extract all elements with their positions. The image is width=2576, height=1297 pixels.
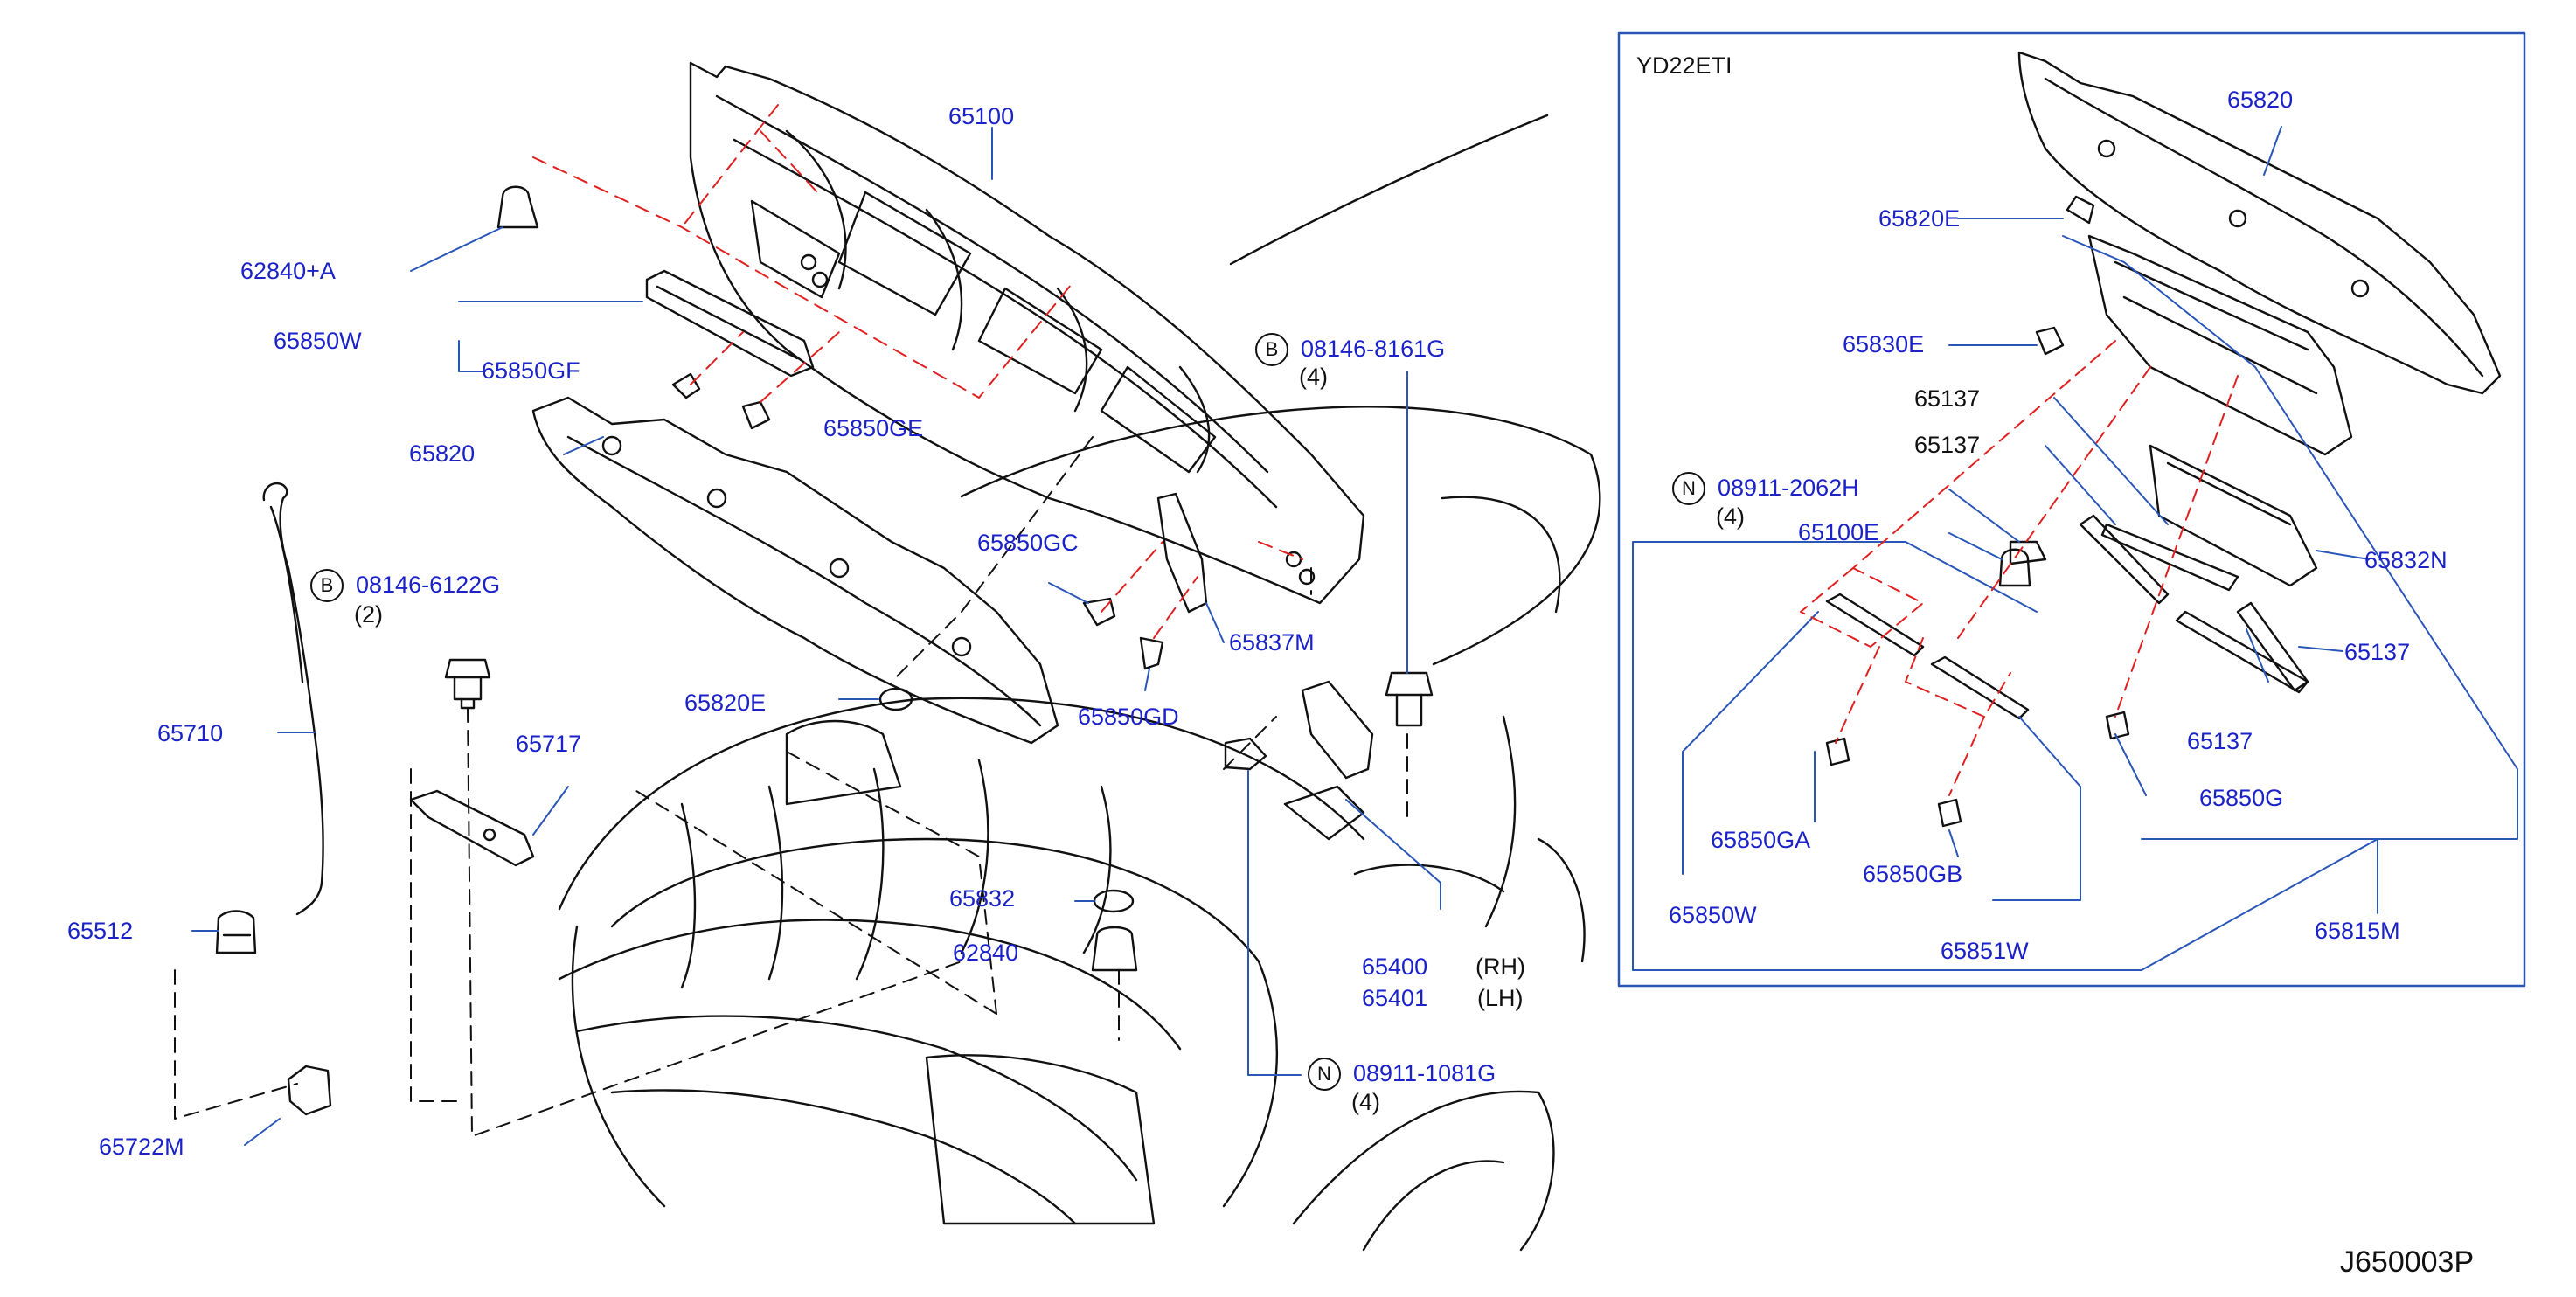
inset-seal-strips [2079, 514, 2309, 694]
callout-65820e: 65820E [684, 690, 767, 716]
callout-65850gc: 65850GC [977, 530, 1079, 556]
nut-symbol-1081g: N [1308, 1058, 1341, 1091]
callout-65850w: 65850W [274, 328, 362, 354]
inset-callout-65820e: 65820E [1878, 205, 1961, 232]
hood-stay-holder [409, 789, 535, 867]
clip-65850gf [671, 372, 701, 399]
inset-callout-65850ga: 65850GA [1711, 827, 1811, 853]
vehicle-body-outline [558, 114, 1601, 1252]
bolt-08146-8161g [1385, 671, 1434, 727]
callout-62840: 62840 [953, 940, 1019, 966]
hood-rod-clip [287, 1065, 332, 1116]
inset-qty-2062h: (4) [1716, 503, 1745, 530]
callout-65820: 65820 [409, 440, 476, 467]
inset-callout-65137-a: 65137 [1914, 385, 1981, 412]
callout-65850ge: 65850GE [823, 415, 924, 441]
callout-65512: 65512 [67, 918, 134, 944]
inset-front-seals [1825, 593, 2030, 720]
hood-seal-front [645, 269, 815, 378]
inset-leader-lines [1632, 126, 2518, 971]
hood-bumper-62840 [1091, 926, 1138, 972]
inset-callout-65137-c: 65137 [2344, 639, 2411, 665]
hood-panel [689, 61, 1365, 605]
inset-callout-65832n: 65832N [2364, 547, 2448, 573]
inset-clips [1825, 195, 2130, 828]
inset-lower-insulator [2149, 444, 2318, 587]
bolt-symbol-8161g: B [1255, 333, 1288, 366]
assembly-lines [174, 436, 1408, 1137]
callout-65400: 65400 [1362, 954, 1428, 980]
inset-callout-65850w: 65850W [1669, 902, 1757, 928]
diagram-code: J650003P [2340, 1245, 2475, 1279]
callout-65717: 65717 [516, 731, 582, 757]
side-lh: (LH) [1477, 985, 1524, 1011]
inset-hood-insulator [2017, 51, 2502, 395]
callout-65401: 65401 [1362, 985, 1428, 1011]
hood-bumper-62840a [496, 185, 539, 229]
callout-62840a: 62840+A [240, 258, 336, 284]
inset-frame [1617, 31, 2526, 988]
hood-insulator-left [531, 396, 1059, 745]
phantom-lines [532, 104, 1303, 639]
callout-65832: 65832 [949, 885, 1016, 912]
inset-callout-65851w: 65851W [1941, 938, 2029, 964]
inset-callout-65100e: 65100E [1798, 519, 1880, 545]
bolt-symbol-6122g: B [310, 569, 344, 602]
inset-callout-65820: 65820 [2227, 87, 2294, 113]
qty-08911-1081g: (4) [1351, 1089, 1380, 1115]
callout-65100: 65100 [948, 103, 1015, 129]
inset-callout-08911-2062h: 08911-2062H [1718, 475, 1859, 501]
inset-phantom-lines [1800, 340, 2239, 796]
nut-symbol-2062h: N [1672, 472, 1705, 505]
inset-callout-65830e: 65830E [1843, 331, 1925, 357]
side-rh: (RH) [1475, 954, 1525, 980]
plug-65832 [1093, 889, 1135, 913]
inset-callout-65850gb: 65850GB [1863, 861, 1963, 887]
qty-08146-6122g: (2) [354, 601, 383, 628]
callout-65722m: 65722M [99, 1134, 184, 1160]
inset-callout-65137-b: 65137 [1914, 432, 1981, 458]
qty-08146-8161g: (4) [1299, 364, 1328, 390]
callout-65850gf: 65850GF [482, 357, 580, 384]
inset-title: YD22ETI [1636, 52, 1732, 79]
callout-08146-6122g: 08146-6122G [356, 572, 501, 598]
clip-65850gc [1082, 597, 1116, 627]
callout-65837m: 65837M [1229, 629, 1315, 655]
callout-08146-8161g: 08146-8161G [1301, 336, 1446, 362]
bolt-08146-6122g [444, 658, 491, 710]
clip-65850ge [741, 400, 771, 430]
inset-callout-65850g: 65850G [2199, 785, 2284, 811]
clip-65820e [878, 687, 913, 711]
callout-08911-1081g: 08911-1081G [1353, 1060, 1496, 1086]
insulator-bracket [1156, 492, 1208, 614]
inset-center-insulator [2087, 234, 2353, 456]
hood-hinge [1283, 680, 1374, 841]
hood-stay-rod [262, 482, 324, 916]
inset-callout-65815m: 65815M [2315, 918, 2400, 944]
nut-08911-1081g [1224, 737, 1267, 771]
clip-65850gd [1139, 636, 1164, 670]
callout-65850gd: 65850GD [1078, 704, 1179, 730]
stay-grommet [215, 910, 257, 954]
callout-65710: 65710 [157, 720, 224, 746]
leader-lines [191, 127, 1441, 1146]
inset-callout-65137-d: 65137 [2187, 728, 2253, 754]
